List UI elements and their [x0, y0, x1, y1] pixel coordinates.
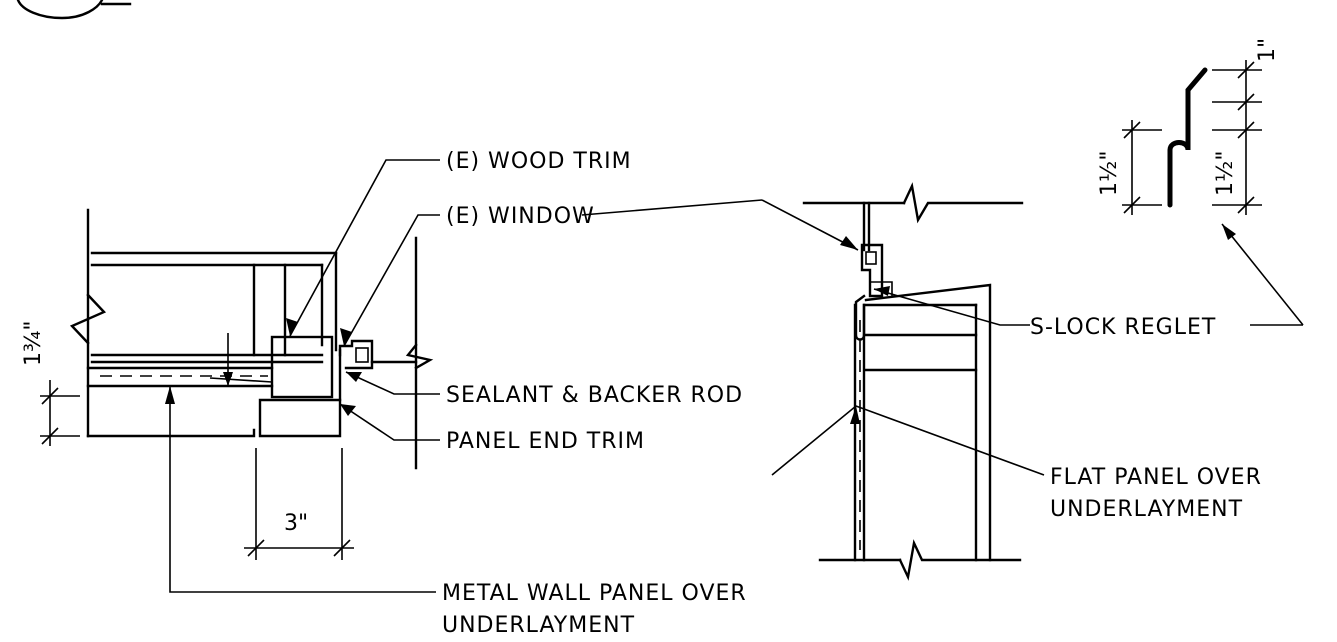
- label-sealant-backer-rod: SEALANT & BACKER ROD: [446, 383, 743, 408]
- dim-reglet-leg-right: 1½": [1213, 151, 1238, 196]
- label-wood-trim: (E) WOOD TRIM: [446, 149, 632, 174]
- label-s-lock-reglet: S-LOCK REGLET: [1030, 315, 1216, 340]
- label-metal-wall-panel-2: UNDERLAYMENT: [442, 613, 635, 638]
- dim-return-width: 3": [284, 511, 308, 536]
- left-detail: [40, 159, 440, 593]
- label-metal-wall-panel-1: METAL WALL PANEL OVER: [442, 581, 747, 606]
- label-panel-end-trim: PANEL END TRIM: [446, 429, 645, 454]
- label-window: (E) WINDOW: [446, 204, 595, 229]
- dim-panel-depth: 1¾": [21, 321, 46, 366]
- middle-detail: [761, 182, 1045, 581]
- label-flat-panel-2: UNDERLAYMENT: [1050, 497, 1243, 522]
- label-flat-panel-1: FLAT PANEL OVER: [1050, 465, 1262, 490]
- dim-reglet-leg-left: 1½": [1097, 151, 1122, 196]
- detail-bubble: [16, 0, 104, 20]
- dim-reglet-top: 1": [1255, 38, 1280, 62]
- right-detail: [1122, 60, 1304, 326]
